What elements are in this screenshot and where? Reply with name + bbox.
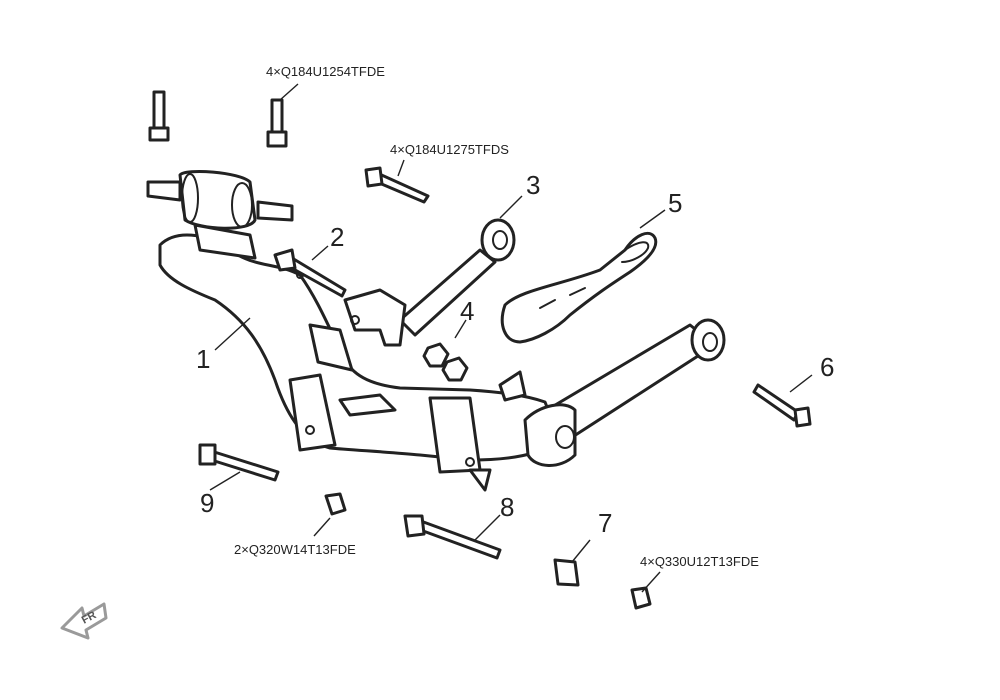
link-arm-part-3 xyxy=(343,218,516,347)
part-code-nut-right: 4×Q330U12T13FDE xyxy=(640,554,759,569)
callout-2: 2 xyxy=(330,222,344,252)
callout-3: 3 xyxy=(526,170,540,200)
callout-9: 9 xyxy=(200,488,214,518)
bolt-part-6 xyxy=(752,383,812,428)
nut-right xyxy=(630,586,652,610)
part-code-bolt-mid: 4×Q184U1275TFDS xyxy=(390,142,509,157)
bolt-top-center xyxy=(266,98,288,148)
callout-5: 5 xyxy=(668,188,682,218)
control-arm-part-5 xyxy=(500,231,658,344)
callout-8: 8 xyxy=(500,492,514,522)
callout-1: 1 xyxy=(196,344,210,374)
callout-6: 6 xyxy=(820,352,834,382)
part-code-nut-left: 2×Q320W14T13FDE xyxy=(234,542,356,557)
part-code-bolt-top: 4×Q184U1254TFDE xyxy=(266,64,385,79)
callout-7: 7 xyxy=(598,508,612,538)
front-direction-indicator: FR xyxy=(60,602,108,640)
lower-control-arm xyxy=(523,318,726,467)
spacer-part-7 xyxy=(553,558,580,587)
front-arrow-icon xyxy=(60,602,108,640)
subframe-part-1 xyxy=(146,169,562,492)
bolt-part-2 xyxy=(273,248,347,298)
bolt-mid xyxy=(364,166,430,204)
bolt-part-8 xyxy=(403,514,502,560)
bolt-top-left xyxy=(148,90,170,142)
bolt-part-9 xyxy=(198,443,280,482)
nut-left xyxy=(324,492,347,516)
nut-part-4 xyxy=(422,342,469,382)
callout-4: 4 xyxy=(460,296,474,326)
leader-lines xyxy=(209,83,813,593)
